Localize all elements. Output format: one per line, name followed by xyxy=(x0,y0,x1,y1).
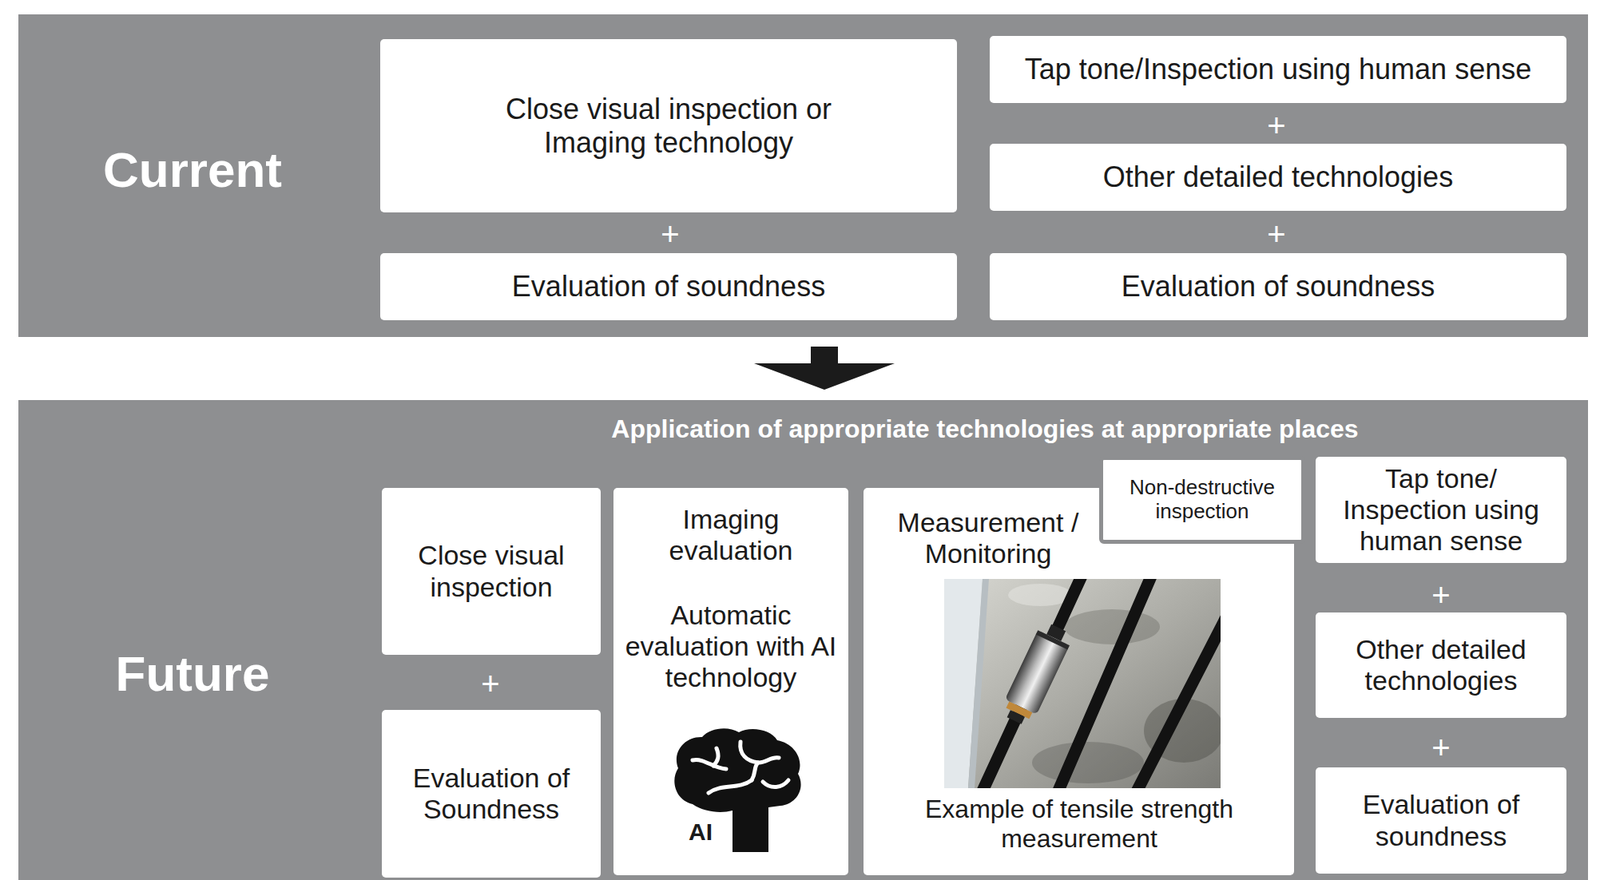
tensile-measurement-photo xyxy=(944,579,1221,789)
band-heading: Application of appropriate technologies … xyxy=(425,414,1545,445)
node-text: Close visual inspection xyxy=(391,539,592,603)
node-text: Other detailed technologies xyxy=(1103,160,1454,194)
stage-band: Current Close visual inspection or Imagin… xyxy=(18,14,1589,338)
imaging-box: Imaging evaluationAutomatic evaluation w… xyxy=(613,488,849,876)
inspection-box: Tap tone/Inspection using human sense xyxy=(989,35,1567,104)
technology-box: Other detailed technologies xyxy=(1315,612,1567,719)
node-text: Non-destructive inspection xyxy=(1107,476,1297,525)
plus-sign: + xyxy=(660,218,679,251)
evaluation-box: Evaluation of soundness xyxy=(989,253,1567,321)
node-text: Evaluation of soundness xyxy=(1121,269,1435,303)
flow-arrow xyxy=(754,346,895,390)
band-title: Future xyxy=(48,645,337,703)
plus-sign: + xyxy=(1266,109,1286,142)
plus-sign: + xyxy=(1431,579,1450,612)
plus-sign: + xyxy=(1266,218,1286,251)
node-text: Automatic evaluation with AI technology xyxy=(620,599,842,694)
node-text: Evaluation of Soundness xyxy=(391,762,592,826)
node-text: Close visual inspection or Imaging techn… xyxy=(484,92,853,159)
node-text: Tap tone/ Inspection using human sense xyxy=(1325,463,1557,557)
plus-sign: + xyxy=(480,667,500,700)
node-text: Other detailed technologies xyxy=(1325,634,1557,697)
stage-band: Future Application of appropriate technol… xyxy=(18,400,1589,880)
box-heading: Measurement / Monitoring xyxy=(888,507,1088,570)
node-text: Evaluation of soundness xyxy=(512,269,826,303)
inspection-box: Close visual inspection xyxy=(381,488,601,656)
plus-sign: + xyxy=(1431,731,1450,764)
inspection-box: Tap tone/ Inspection using human sense xyxy=(1315,456,1567,564)
inspection-box: Close visual inspection or Imaging techn… xyxy=(380,39,957,213)
measurement-box: Measurement / MonitoringExample of tensi… xyxy=(863,488,1295,876)
evaluation-box: Evaluation of Soundness xyxy=(381,710,601,878)
node-text: Evaluation of soundness xyxy=(1325,789,1557,852)
tab-box: Non-destructive inspection xyxy=(1099,456,1306,544)
photo-caption: Example of tensile strength measurement xyxy=(879,794,1279,854)
icon-label: AI xyxy=(676,818,725,847)
band-title: Current xyxy=(48,141,337,199)
node-text: Tap tone/Inspection using human sense xyxy=(1024,52,1532,86)
evaluation-box: Evaluation of soundness xyxy=(380,253,957,321)
evaluation-box: Evaluation of soundness xyxy=(1315,767,1567,874)
technology-box: Other detailed technologies xyxy=(989,143,1567,211)
node-text: Imaging evaluation xyxy=(623,504,839,567)
